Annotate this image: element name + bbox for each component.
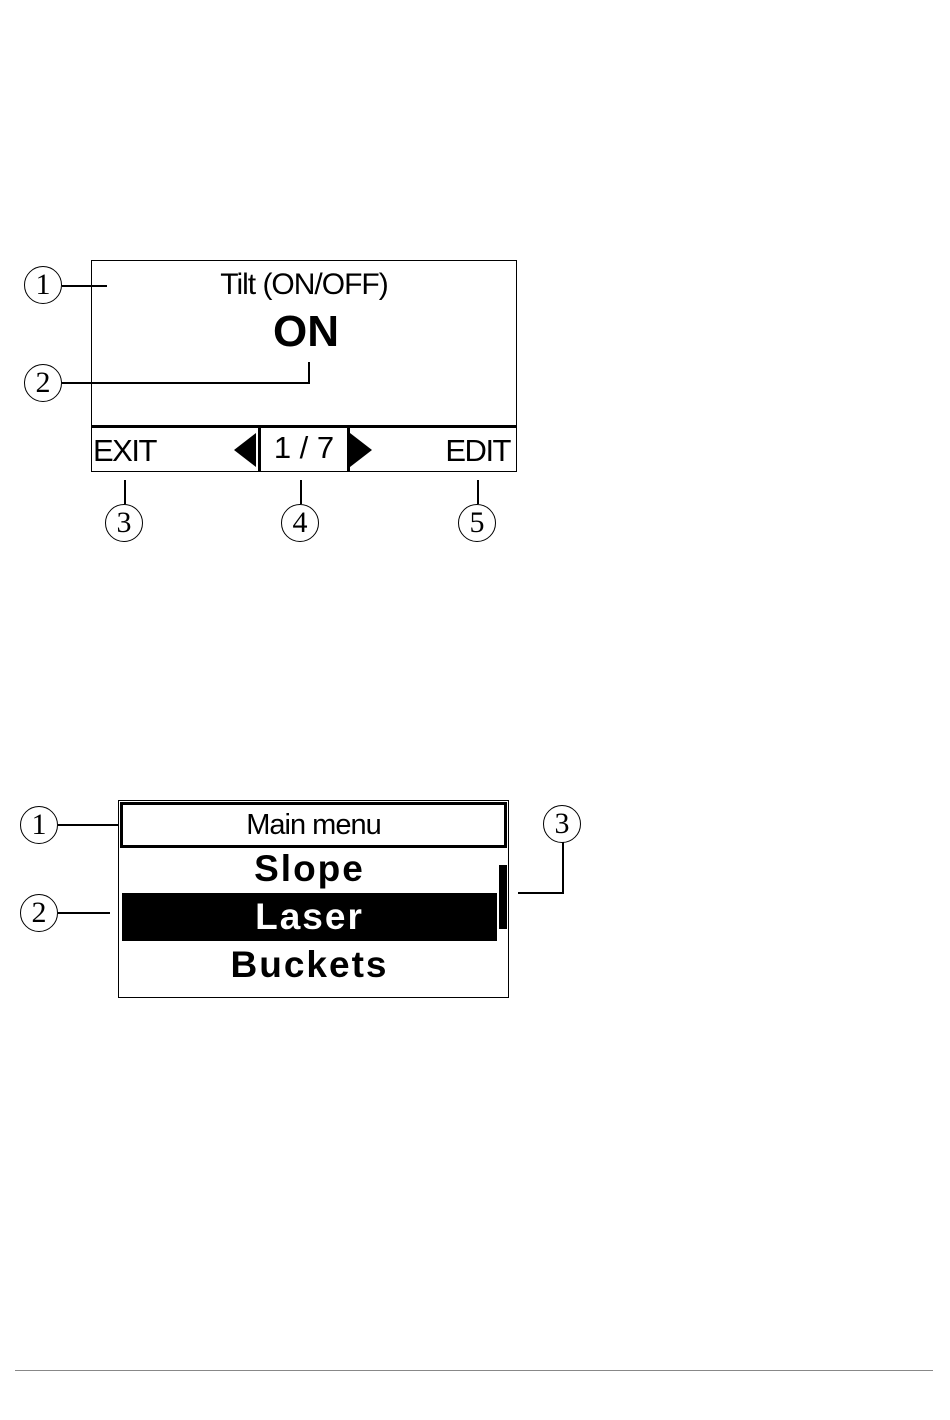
page-footer-rule	[15, 1370, 933, 1371]
callout-3: 3	[543, 805, 581, 843]
page-indicator: 1 / 7	[258, 428, 350, 472]
menu-item-laser[interactable]: Laser	[122, 893, 497, 941]
arrow-right-icon[interactable]	[350, 433, 372, 467]
callout-5: 5	[458, 504, 496, 542]
callout-2: 2	[20, 894, 58, 932]
parameter-title: Tilt (ON/OFF)	[91, 268, 517, 302]
callout-1: 1	[24, 266, 62, 304]
leader-line-5	[477, 480, 479, 504]
menu-item-buckets[interactable]: Buckets	[122, 941, 497, 989]
callout-3: 3	[105, 504, 143, 542]
menu-title: Main menu	[120, 802, 507, 848]
menu-item-slope[interactable]: Slope	[122, 845, 497, 893]
callout-2: 2	[24, 364, 62, 402]
leader-line-3-vertical	[562, 842, 564, 893]
leader-line-2	[58, 912, 110, 914]
leader-line-3	[518, 892, 564, 894]
scrollbar[interactable]	[499, 865, 507, 929]
parameter-value: ON	[91, 307, 521, 357]
exit-softkey[interactable]: EXIT	[93, 433, 156, 469]
leader-line-4	[300, 480, 302, 504]
callout-4: 4	[281, 504, 319, 542]
leader-line-3	[124, 480, 126, 504]
arrow-left-icon[interactable]	[234, 433, 256, 467]
callout-1: 1	[20, 806, 58, 844]
menu-screen: Main menu Slope Laser Buckets	[118, 800, 509, 998]
edit-softkey[interactable]: EDIT	[445, 433, 510, 469]
leader-line-1	[58, 824, 118, 826]
